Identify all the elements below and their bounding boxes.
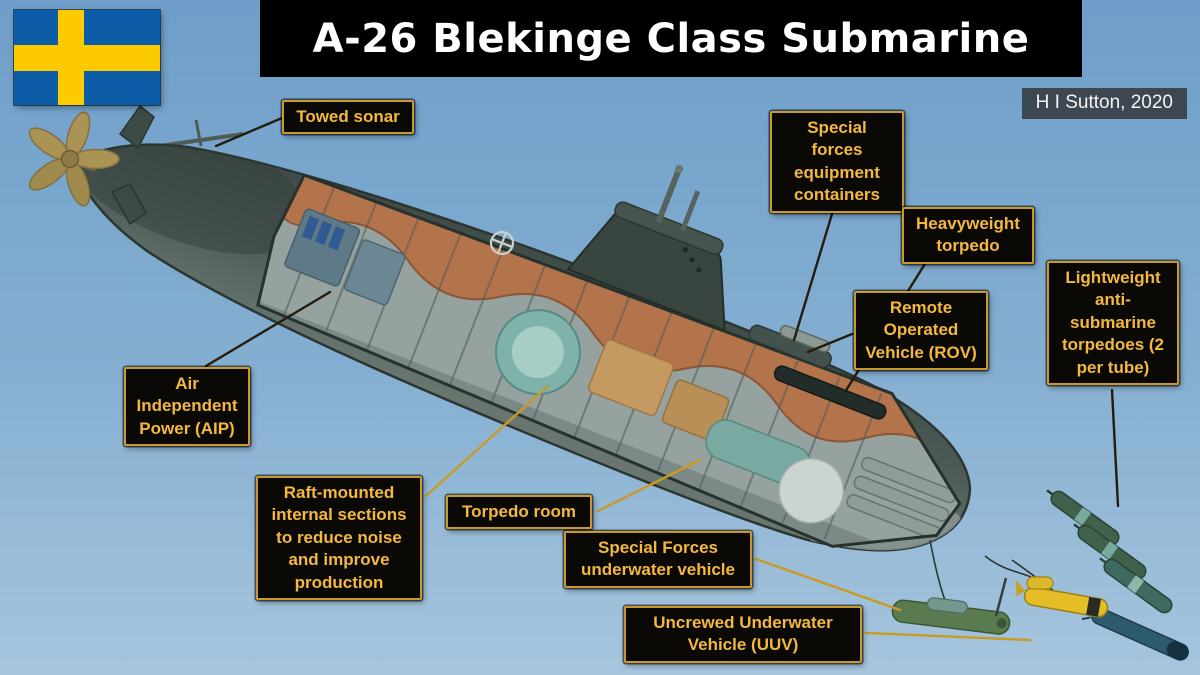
heavyweight-torpedo-item bbox=[773, 365, 887, 420]
stern-shading bbox=[62, 110, 309, 255]
upper-rudder-fin bbox=[118, 104, 155, 150]
label-raft-mounted: Raft-mounted internal sections to reduce… bbox=[256, 476, 422, 601]
equipment-crate bbox=[588, 339, 675, 417]
machinery-dome-inner bbox=[511, 326, 564, 379]
lightweight-torpedo-item bbox=[1073, 523, 1147, 580]
flag-cross-vertical bbox=[58, 10, 84, 105]
attribution: H I Sutton, 2020 bbox=[1021, 88, 1187, 119]
mini-rov-item bbox=[1026, 576, 1054, 590]
title-bar: A-26 Blekinge Class Submarine bbox=[260, 0, 1082, 77]
swedish-flag bbox=[14, 10, 160, 105]
page-title: A-26 Blekinge Class Submarine bbox=[312, 15, 1030, 62]
lightweight-torpedo-item bbox=[1099, 557, 1173, 614]
bow-sphere bbox=[778, 458, 844, 524]
label-aip: Air Independent Power (AIP) bbox=[124, 367, 250, 447]
uuv-torpedo-item bbox=[1081, 600, 1189, 661]
cutaway-rim bbox=[256, 173, 962, 548]
sf-underwater-vehicle-item bbox=[891, 597, 1011, 635]
rov-item bbox=[779, 324, 831, 353]
label-sf-vehicle: Special Forces underwater vehicle bbox=[564, 531, 752, 588]
label-torpedo-room: Torpedo room bbox=[446, 495, 592, 530]
snorkel-mast bbox=[680, 190, 701, 232]
sdv-mast bbox=[994, 577, 1008, 617]
lower-rudder-fin bbox=[110, 183, 147, 226]
periscope-mast bbox=[655, 169, 682, 224]
pressure-hull-lining bbox=[275, 163, 989, 482]
uuv-yellow-item bbox=[1016, 579, 1109, 618]
label-rov: Remote Operated Vehicle (ROV) bbox=[854, 291, 988, 371]
lightweight-torpedo-item bbox=[1046, 489, 1120, 546]
torpedo-tubes bbox=[846, 456, 957, 541]
label-lightweight-torpedoes: Lightweight anti-submarine torpedoes (2 … bbox=[1047, 261, 1179, 386]
propeller bbox=[28, 111, 120, 207]
flag-cross-horizontal bbox=[14, 45, 160, 71]
label-special-forces-containers: Special forces equipment containers bbox=[770, 111, 904, 213]
label-uuv: Uncrewed Underwater Vehicle (UUV) bbox=[624, 606, 862, 663]
sail bbox=[566, 164, 726, 332]
label-heavyweight-torpedo: Heavyweight torpedo bbox=[902, 207, 1034, 264]
hull bbox=[62, 110, 989, 586]
escape-hatch-marking bbox=[489, 230, 515, 256]
label-towed-sonar: Towed sonar bbox=[282, 100, 414, 135]
aip-section bbox=[284, 208, 406, 306]
